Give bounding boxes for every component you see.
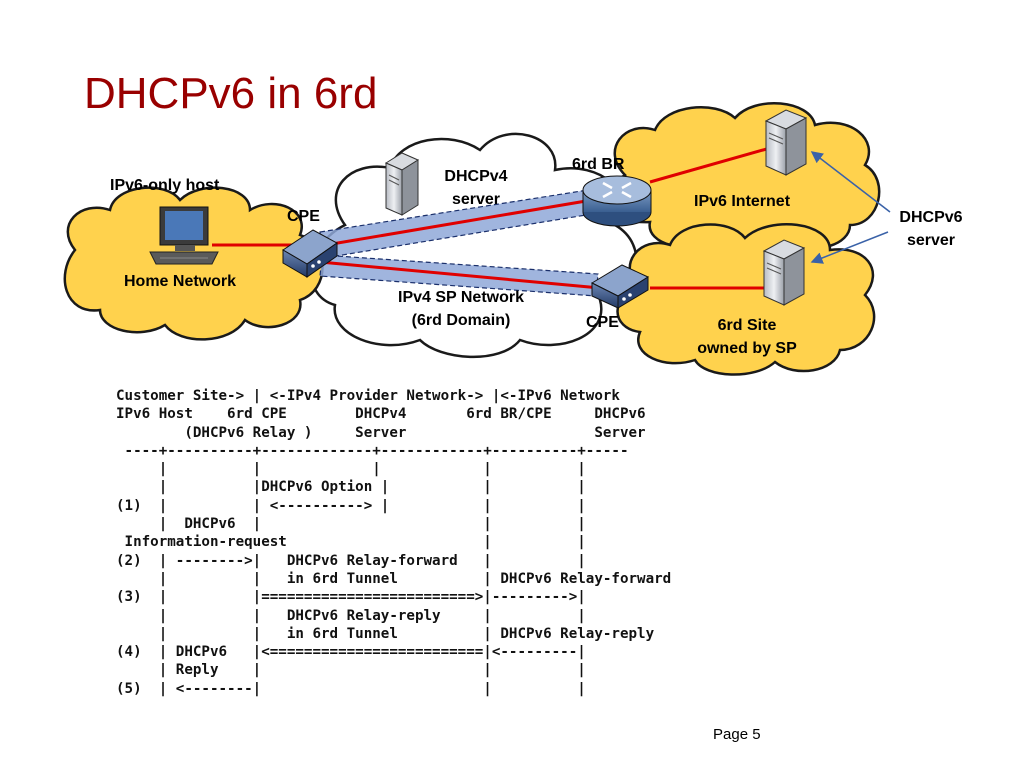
cpe-right-label: CPE — [586, 314, 619, 331]
sp-network-label-line1: IPv4 SP Network — [398, 289, 524, 306]
br-label: 6rd BR — [572, 156, 625, 173]
computer-icon — [149, 206, 219, 265]
server-icon — [384, 152, 420, 216]
network-diagram: IPv6-only host Home Network CPE DHCPv4 s… — [63, 101, 963, 376]
callout-arrow-bottom — [810, 231, 889, 264]
link-cpe-to-br — [319, 198, 593, 248]
cpe-left-label: CPE — [287, 208, 320, 225]
sp-network-label-line2: (6rd Domain) — [412, 312, 511, 329]
callout-arrow-top — [810, 151, 891, 213]
link-br-to-server — [649, 146, 771, 184]
dhcpv6-server-label-line2: server — [907, 232, 955, 249]
home-network-label: Home Network — [124, 273, 236, 290]
cpe-device-icon — [590, 264, 650, 309]
link-cpe-to-cpe — [319, 260, 601, 290]
dhcpv4-server-label-line1: DHCPv4 — [444, 168, 507, 185]
ipv6-internet-cloud — [610, 101, 881, 256]
ipv6-internet-label: IPv6 Internet — [694, 193, 791, 210]
6rd-site-cloud — [616, 222, 876, 376]
router-icon — [582, 175, 652, 227]
slide-title: DHCPv6 in 6rd — [84, 69, 378, 118]
server-icon — [762, 239, 806, 306]
site-label-line2: owned by SP — [697, 340, 797, 357]
page-number: Page 5 — [713, 726, 761, 743]
dhcpv6-server-label-line1: DHCPv6 — [899, 209, 962, 226]
message-sequence-chart: Customer Site-> | <-IPv4 Provider Networ… — [116, 388, 672, 697]
site-label-line1: 6rd Site — [718, 317, 777, 334]
server-icon — [764, 109, 808, 176]
dhcpv4-server-label-line2: server — [452, 191, 500, 208]
ipv6-host-label: IPv6-only host — [110, 177, 220, 194]
cpe-device-icon — [282, 229, 338, 278]
